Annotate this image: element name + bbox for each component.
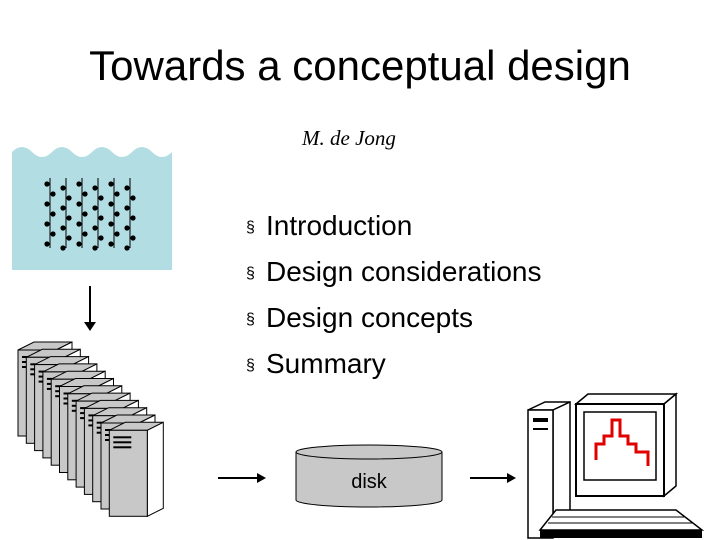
computer-icon	[527, 392, 705, 539]
bullet-icon: §	[246, 265, 255, 282]
detector-module	[98, 235, 104, 241]
detector-module	[44, 181, 50, 187]
detector-module	[130, 195, 136, 201]
detector-module	[60, 205, 66, 211]
detector-module	[124, 245, 130, 251]
detector-module	[50, 231, 56, 237]
detector-module	[98, 195, 104, 201]
detector-module	[114, 191, 120, 197]
detector-module	[76, 221, 82, 227]
detector-module	[66, 195, 72, 201]
screen-plot	[594, 418, 650, 466]
slide-title: Towards a conceptual design	[89, 42, 631, 89]
detector-module	[108, 221, 114, 227]
detector-module	[44, 241, 50, 247]
down-arrow-icon	[84, 286, 96, 331]
detector-module	[60, 185, 66, 191]
agenda-item-label: Design concepts	[266, 302, 474, 333]
bullet-icon: §	[246, 357, 255, 374]
detector-module	[92, 185, 98, 191]
detector-module	[76, 201, 82, 207]
detector-module	[124, 205, 130, 211]
detector-module	[124, 225, 130, 231]
detector-module	[76, 181, 82, 187]
agenda-list: § Introduction § Design considerations § De…	[246, 203, 542, 387]
detector-module	[50, 191, 56, 197]
server-unit	[108, 421, 164, 518]
detector-grid	[44, 178, 136, 251]
agenda-item: § Design considerations	[246, 249, 542, 295]
detector-module	[98, 215, 104, 221]
bullet-icon: §	[246, 219, 255, 236]
detector-module	[114, 231, 120, 237]
detector-module	[92, 205, 98, 211]
agenda-item-label: Introduction	[266, 210, 413, 241]
detector-module	[82, 211, 88, 217]
agenda-item-label: Summary	[266, 348, 386, 379]
disk-label: disk	[351, 471, 387, 493]
detector-module	[76, 241, 82, 247]
detector-module	[108, 181, 114, 187]
server-rack-icon	[17, 341, 164, 518]
author-name: M. de Jong	[302, 126, 396, 150]
detector-module	[124, 185, 130, 191]
agenda-item: § Introduction	[246, 203, 542, 249]
detector-module	[82, 191, 88, 197]
detector-module	[66, 235, 72, 241]
detector-module	[60, 245, 66, 251]
detector-module	[130, 235, 136, 241]
detector-module	[114, 211, 120, 217]
detector-module	[108, 241, 114, 247]
water-detector-icon	[12, 147, 172, 270]
detector-module	[60, 225, 66, 231]
detector-module	[92, 225, 98, 231]
bullet-icon: §	[246, 311, 255, 328]
agenda-item: § Design concepts	[246, 295, 542, 341]
detector-module	[82, 231, 88, 237]
water-body	[12, 147, 172, 270]
detector-module	[130, 215, 136, 221]
right-arrow-icon	[470, 473, 516, 483]
detector-module	[50, 211, 56, 217]
agenda-item: § Summary	[246, 341, 542, 387]
detector-module	[92, 245, 98, 251]
detector-module	[44, 201, 50, 207]
agenda-item-label: Design considerations	[266, 256, 542, 287]
detector-module	[108, 201, 114, 207]
disk-icon	[295, 444, 443, 508]
right-arrow-icon	[218, 473, 266, 483]
detector-module	[66, 215, 72, 221]
detector-module	[44, 221, 50, 227]
